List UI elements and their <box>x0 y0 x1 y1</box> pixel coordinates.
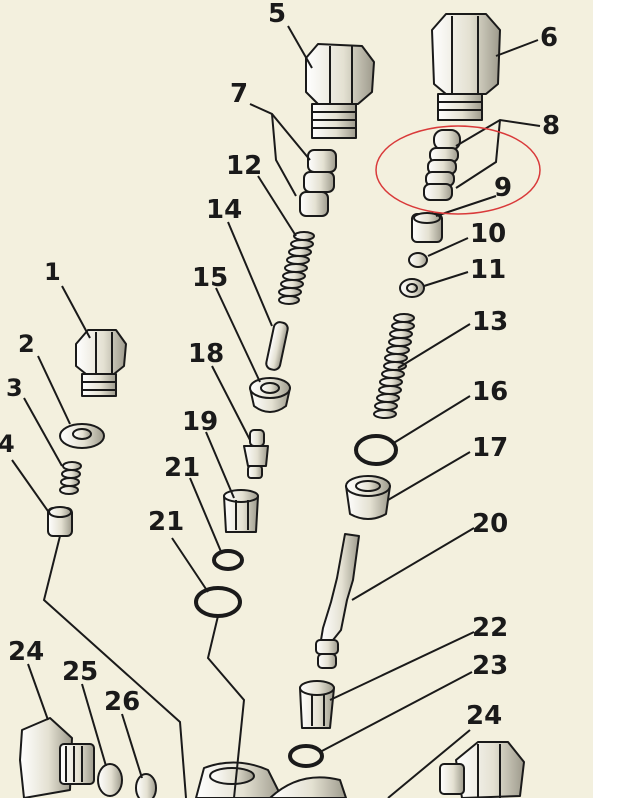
callout-11: 11 <box>470 255 506 285</box>
part-2-washer <box>59 423 105 449</box>
part-24-plug-right <box>439 741 525 799</box>
valve-body-fragment <box>195 761 347 799</box>
part-13-long-spring <box>373 313 415 419</box>
part-23-sleeve <box>299 680 335 729</box>
part-1-hex-plug <box>75 329 127 397</box>
callout-15: 15 <box>192 263 228 293</box>
part-9-cup <box>411 212 443 243</box>
callout-16: 16 <box>472 377 508 407</box>
callout-1: 1 <box>44 258 61 286</box>
callout-10: 10 <box>470 219 506 249</box>
part-10-small-ring <box>408 252 428 268</box>
callout-18: 18 <box>188 339 224 369</box>
part-11-small-seat <box>399 278 425 298</box>
callout-22: 21 <box>148 507 184 537</box>
right-margin <box>593 0 640 798</box>
part-21-small-o-ring <box>212 549 244 571</box>
part-21-o-ring-lower <box>288 744 324 768</box>
part-17-cup <box>345 475 391 520</box>
part-26-seal <box>97 763 123 797</box>
part-20-spool <box>315 533 360 669</box>
callout-3: 3 <box>6 374 23 402</box>
callout-9: 9 <box>494 173 512 203</box>
part-8-stepped-piston <box>423 129 461 201</box>
callout-24-left: 26 <box>104 687 140 717</box>
callout-2: 2 <box>18 330 35 358</box>
part-3-small-spring <box>59 461 82 495</box>
part-16-o-ring <box>354 434 398 466</box>
part-24-washer-left <box>135 773 157 802</box>
part-15-ring <box>249 377 291 413</box>
callout-labels: 1 2 3 4 5 6 7 8 9 10 11 12 13 14 15 16 1… <box>0 0 560 731</box>
callout-8: 8 <box>542 111 560 141</box>
part-19-sleeve <box>223 489 259 533</box>
callout-13: 13 <box>472 307 508 337</box>
part-25-plug <box>19 717 95 799</box>
part-4-small-cup <box>47 506 73 537</box>
leader-lines <box>11 25 541 799</box>
callout-19: 19 <box>182 407 218 437</box>
part-7-stepped-piston <box>299 149 337 217</box>
callout-7: 7 <box>230 79 248 109</box>
part-12-spring <box>278 231 315 305</box>
callout-5: 5 <box>268 0 286 29</box>
callout-25: 24 <box>8 637 44 667</box>
highlight-circle <box>375 125 541 215</box>
callout-20: 20 <box>472 509 508 539</box>
callout-23: 22 <box>472 613 508 643</box>
callout-14: 14 <box>206 195 242 225</box>
part-14-pin <box>265 321 289 371</box>
callout-26: 25 <box>62 657 98 687</box>
part-5-hex-plug <box>305 43 375 139</box>
paper-background <box>0 0 593 798</box>
callout-24-right: 24 <box>466 701 502 731</box>
callout-12: 12 <box>226 151 262 181</box>
callout-21-middle: 21 <box>164 453 200 483</box>
callout-21-lower: 23 <box>472 651 508 681</box>
callout-6: 6 <box>540 23 558 53</box>
callout-4: 4 <box>0 430 15 458</box>
callout-17: 17 <box>472 433 508 463</box>
part-6-hex-plug <box>431 13 501 121</box>
